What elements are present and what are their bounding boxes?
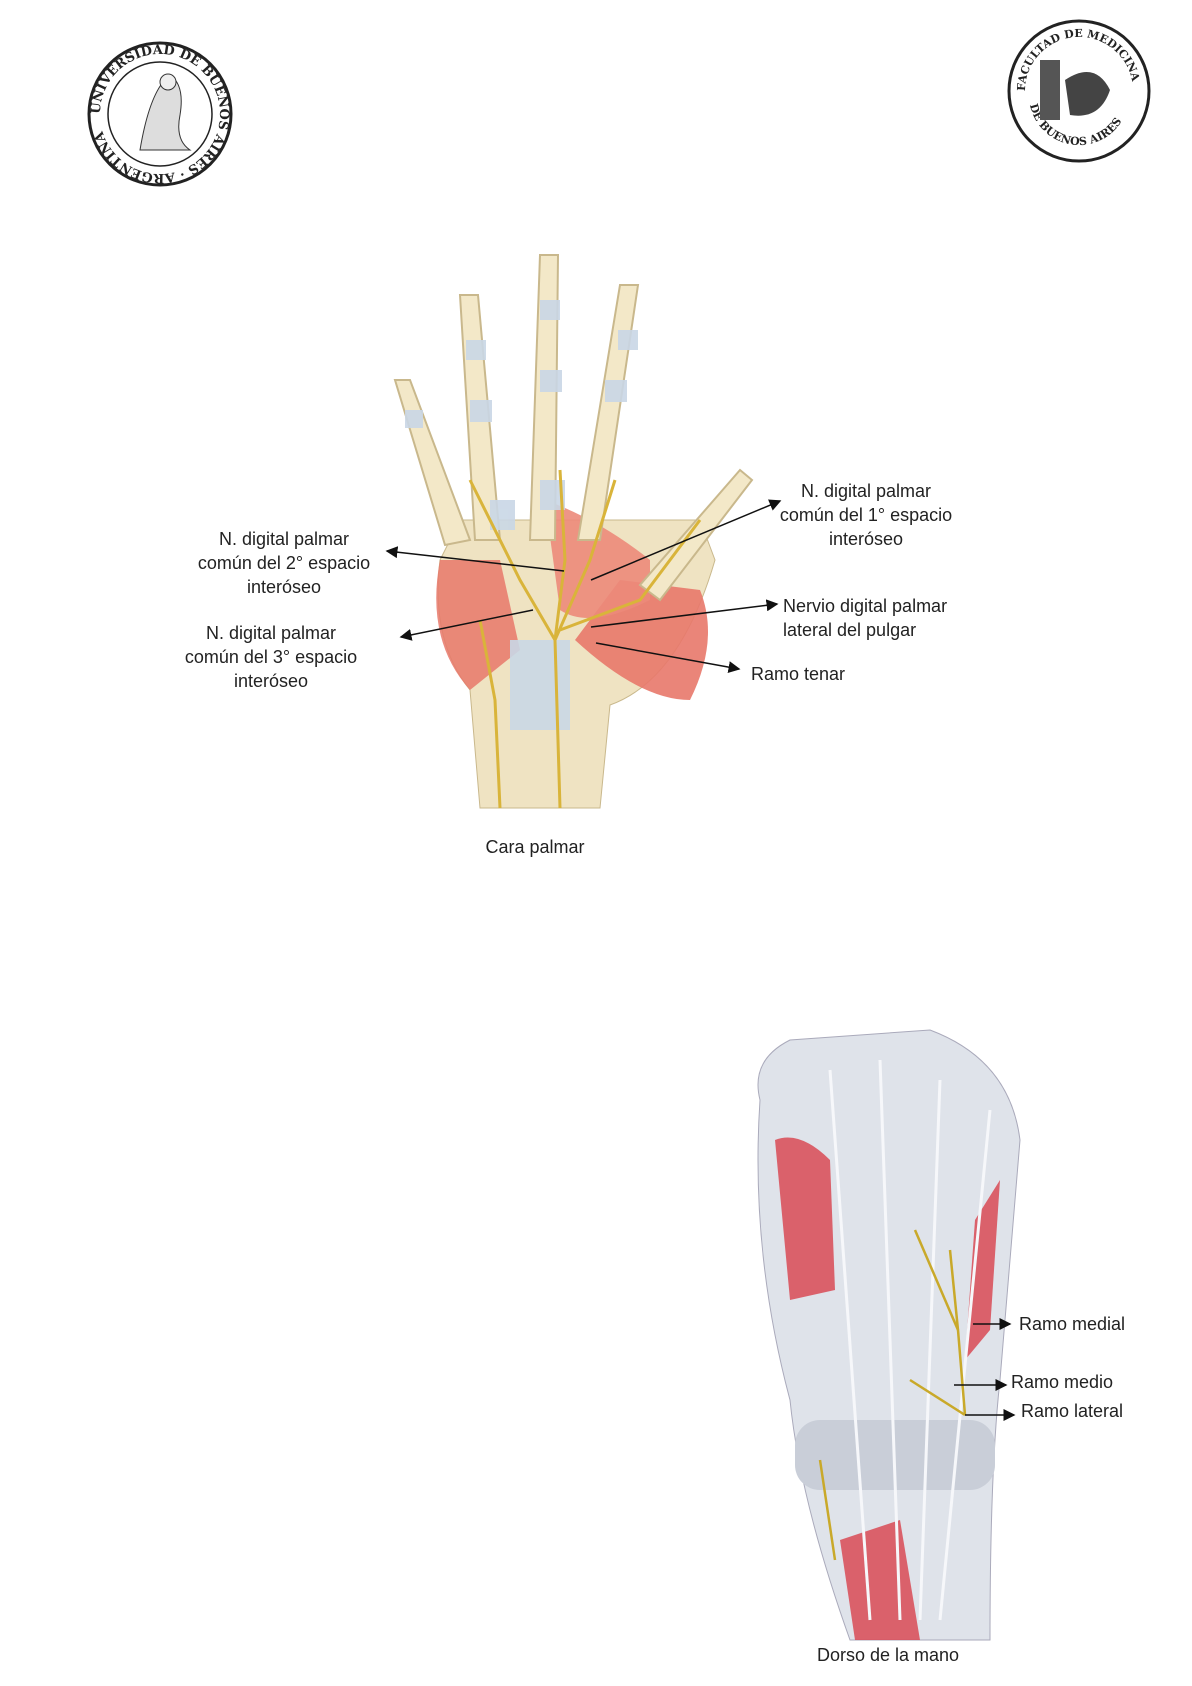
arrow-n1 <box>590 499 782 581</box>
label-n-digital-2-espacio: N. digital palmar común del 2° espacio i… <box>198 527 370 599</box>
tendon-sheaths <box>405 300 638 530</box>
label-line: N. digital palmar <box>205 623 337 643</box>
label-line: común del 2° espacio <box>197 553 371 573</box>
label-line: Nervio digital palmar <box>783 596 948 616</box>
arrow-n2 <box>385 546 565 572</box>
label-ramo-medial: Ramo medial <box>1019 1314 1126 1334</box>
label-line: interóseo <box>246 577 322 597</box>
label-n-digital-1-espacio: N. digital palmar común del 1° espacio i… <box>780 479 952 551</box>
label-ramo-lateral: Ramo lateral <box>1021 1401 1124 1421</box>
label-n-digital-3-espacio: N. digital palmar común del 3° espacio i… <box>185 621 357 693</box>
label-line: interóseo <box>828 529 904 549</box>
dorsal-muscle-medial <box>965 1180 1000 1360</box>
label-line: lateral del pulgar <box>783 620 917 640</box>
label-ramo-tenar: Ramo tenar <box>751 664 846 684</box>
label-line: interóseo <box>233 671 309 691</box>
uba-seal: UNIVERSIDAD DE BUENOS AIRES · ARGENTINA <box>87 41 233 187</box>
label-ramo-medio: Ramo medio <box>1011 1372 1114 1392</box>
arrow-pulgar <box>590 599 779 628</box>
facultad-medicina-seal: FACULTAD DE MEDICINA DE BUENOS AIRES <box>1007 19 1151 163</box>
caption-dorso-de-la-mano: Dorso de la mano <box>816 1645 960 1665</box>
label-nervio-lateral-pulgar: Nervio digital palmar lateral del pulgar <box>783 594 947 642</box>
caption-cara-palmar: Cara palmar <box>485 837 585 857</box>
arrow-n3 <box>399 609 534 641</box>
label-line: común del 1° espacio <box>779 505 953 525</box>
nerves <box>468 469 702 809</box>
dorsal-nerves <box>818 1229 967 1561</box>
label-line: N. digital palmar <box>218 529 350 549</box>
arrow-tenar <box>595 642 741 674</box>
label-line: común del 3° espacio <box>184 647 358 667</box>
dorsal-muscle <box>775 1137 835 1300</box>
extensor-tendons <box>828 1059 992 1621</box>
label-line: N. digital palmar <box>800 481 932 501</box>
